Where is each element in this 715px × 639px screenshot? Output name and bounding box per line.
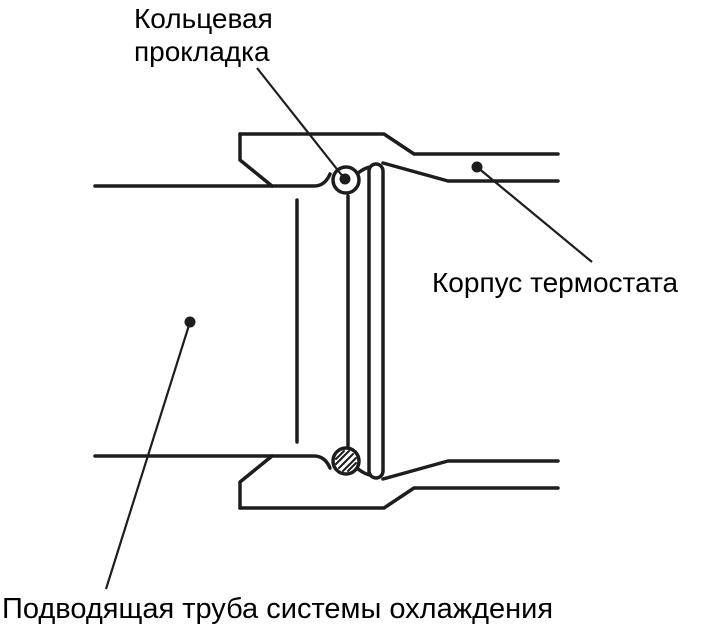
pipe-end-bead (367, 162, 385, 480)
o-ring-label: Кольцевая прокладка (134, 3, 273, 68)
inlet-pipe-leader (104, 316, 196, 590)
housing-top-inner-wall (381, 161, 560, 183)
inlet-pipe-top-wall (93, 172, 332, 188)
housing-flange-top (238, 132, 274, 188)
housing-bottom-inner-wall (381, 459, 560, 481)
housing-label: Корпус термостата (432, 267, 679, 298)
o-ring-leader (256, 67, 351, 185)
o-ring-bottom (331, 446, 361, 476)
inlet-pipe-bottom-wall (93, 454, 332, 470)
inlet-pipe-label: Подводящая труба системы охлаждения (2, 593, 554, 625)
housing-leader (471, 161, 593, 263)
o-ring-leader-dot (339, 173, 351, 185)
o-ring-top (331, 165, 361, 195)
housing-flange-bottom (238, 454, 274, 510)
housing-top-outer-profile (238, 132, 560, 156)
o-ring-bottom-hatch (335, 450, 357, 472)
housing-bottom-outer-profile (238, 486, 560, 510)
